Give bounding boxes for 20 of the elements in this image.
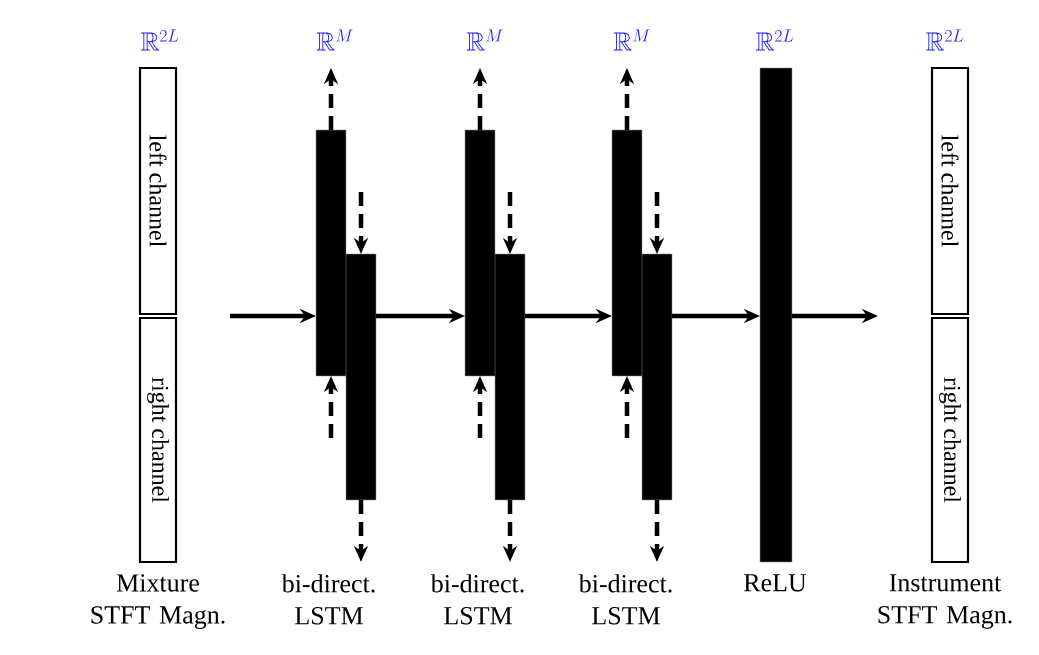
space-label: $\mathbb{R}^{2L}$: [141, 29, 179, 51]
layer-bar: [316, 130, 346, 376]
space-label: $\mathbb{R}^{2L}$: [756, 29, 794, 51]
layer-bar: [346, 254, 376, 500]
space-label: $\mathbb{R}^{M}$: [466, 29, 503, 51]
layer-bar: [760, 68, 792, 562]
space-label: $\mathbb{R}^{M}$: [613, 29, 650, 51]
channel-box: right channel: [138, 316, 178, 564]
layer-label: bi-direct. LSTM: [430, 574, 524, 625]
layer-bar: [612, 130, 642, 376]
space-label: $\mathbb{R}^{2L}$: [926, 29, 964, 51]
channel-box: left channel: [930, 66, 970, 316]
layer-bar: [465, 130, 495, 376]
channel-box: right channel: [930, 316, 970, 564]
layer-bar: [495, 254, 525, 500]
layer-label: bi-direct. LSTM: [578, 574, 672, 625]
space-label: $\mathbb{R}^{M}$: [316, 29, 353, 51]
channel-box: left channel: [138, 66, 178, 316]
layer-bar: [642, 254, 672, 500]
layer-label: bi-direct. LSTM: [281, 574, 375, 625]
